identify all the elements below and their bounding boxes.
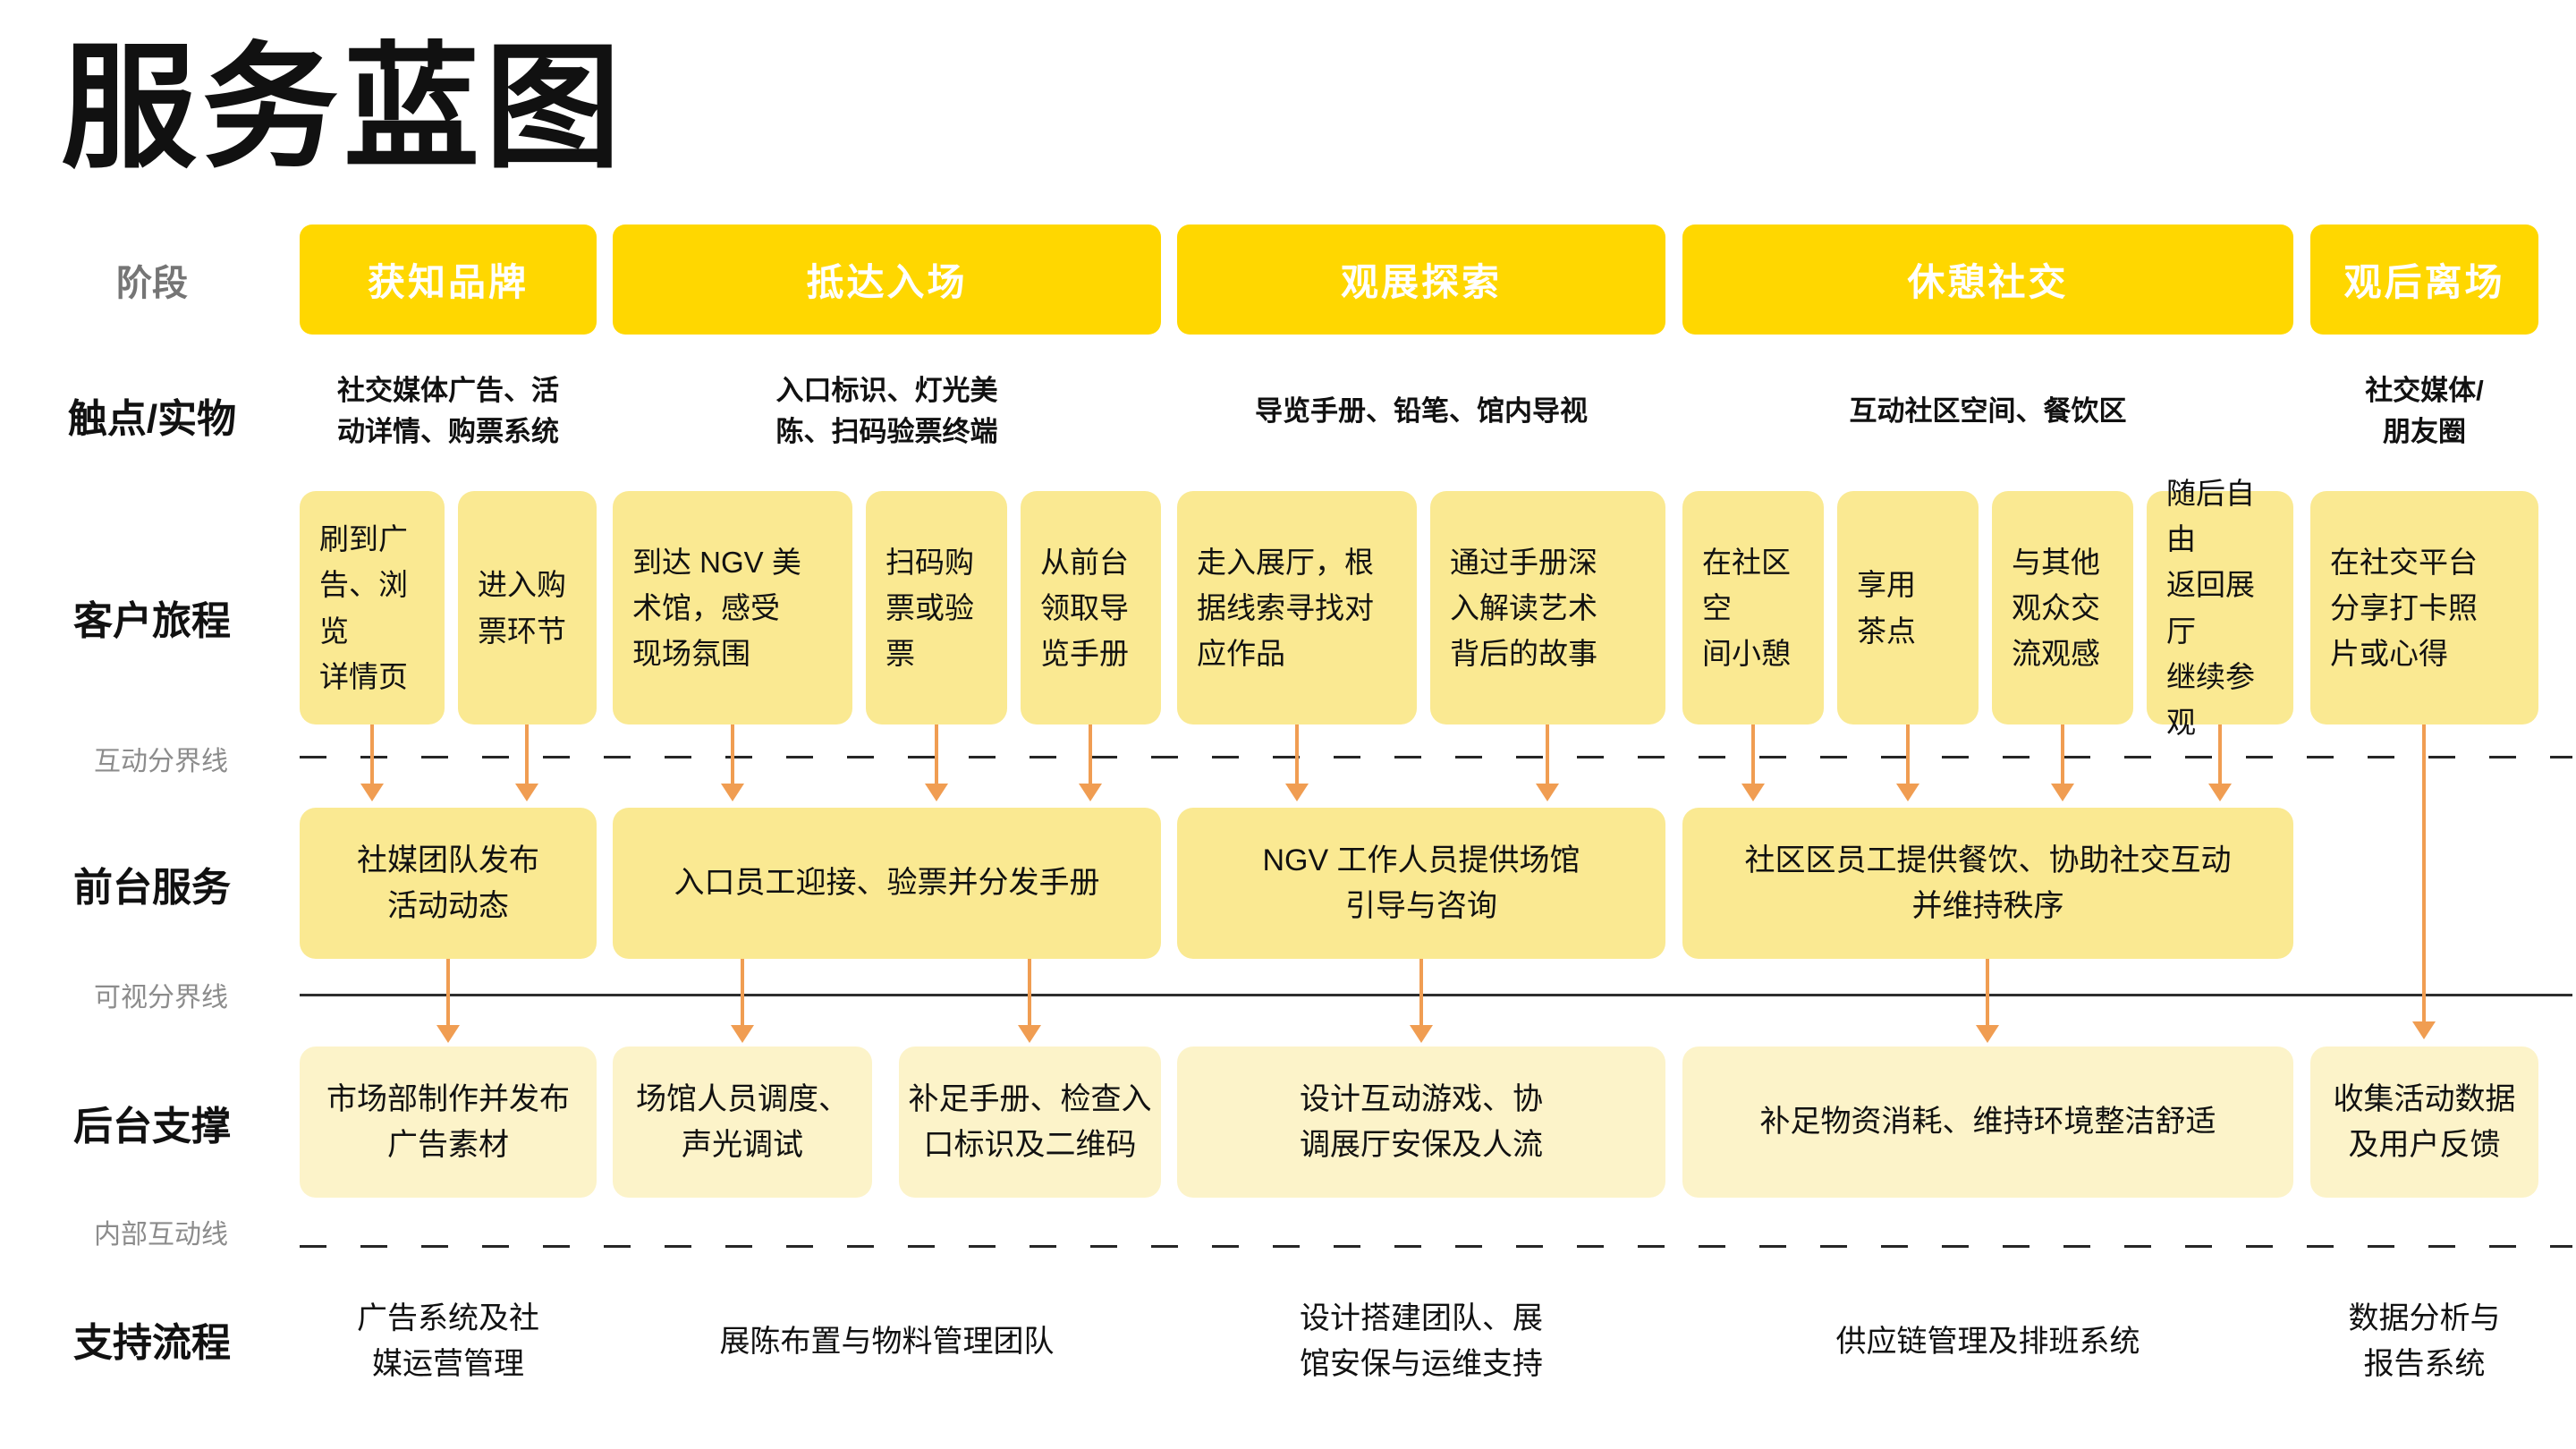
row-label-stage: 阶段 xyxy=(116,263,188,303)
backstage-card: 补足手册、检查入 口标识及二维码 xyxy=(899,1046,1161,1198)
journey-card: 与其他 观众交 流观感 xyxy=(1992,491,2133,724)
arrow-down-long xyxy=(2422,724,2426,1023)
backstage-card: 收集活动数据 及用户反馈 xyxy=(2310,1046,2538,1198)
row-label-touchpoints: 触点/实物 xyxy=(67,397,237,441)
support-process: 广告系统及社 媒运营管理 xyxy=(357,1301,539,1381)
backstage-card: 场馆人员调度、 声光调试 xyxy=(613,1046,872,1198)
backstage-card: 市场部制作并发布 广告素材 xyxy=(300,1046,597,1198)
frontstage-card: 入口员工迎接、验票并分发手册 xyxy=(613,808,1161,959)
page-title: 服务蓝图 xyxy=(61,32,626,184)
frontstage-card: 社区区员工提供餐饮、协助社交互动 并维持秩序 xyxy=(1682,808,2293,959)
stage-header-arrival: 抵达入场 xyxy=(613,225,1161,335)
touchpoints-arrival: 入口标识、灯光美 陈、扫码验票终端 xyxy=(775,374,998,448)
support-process: 设计搭建团队、展 馆安保与运维支持 xyxy=(1300,1301,1543,1381)
frontstage-card: 社媒团队发布 活动动态 xyxy=(300,808,597,959)
journey-card: 走入展厅，根 据线索寻找对 应作品 xyxy=(1177,491,1417,724)
arrow-down xyxy=(1546,724,1549,785)
arrow-down xyxy=(446,959,450,1027)
arrow-down xyxy=(370,724,374,785)
arrow-down xyxy=(525,724,529,785)
arrow-down xyxy=(1028,959,1031,1027)
arrow-down xyxy=(1751,724,1755,785)
arrow-down xyxy=(1295,724,1299,785)
journey-card: 刷到广 告、浏览 详情页 xyxy=(300,491,445,724)
arrow-down xyxy=(2061,724,2064,785)
row-label-journey: 客户旅程 xyxy=(73,599,231,643)
journey-card: 在社区空 间小憩 xyxy=(1682,491,1824,724)
touchpoints-social: 互动社区空间、餐饮区 xyxy=(1849,394,2127,427)
journey-card: 通过手册深 入解读艺术 背后的故事 xyxy=(1430,491,1665,724)
touchpoints-awareness: 社交媒体广告、活 动详情、购票系统 xyxy=(337,374,559,448)
journey-card: 随后自由 返回展厅 继续参观 xyxy=(2147,477,2293,739)
touchpoints-departure: 社交媒体/ 朋友圈 xyxy=(2365,374,2484,448)
journey-card: 享用 茶点 xyxy=(1837,491,1979,724)
row-label-frontstage: 前台服务 xyxy=(73,866,231,910)
stage-header-awareness: 获知品牌 xyxy=(300,225,597,335)
journey-card: 在社交平台 分享打卡照 片或心得 xyxy=(2310,491,2538,724)
touchpoints-explore: 导览手册、铅笔、馆内导视 xyxy=(1255,394,1588,427)
frontstage-card: NGV 工作人员提供场馆 引导与咨询 xyxy=(1177,808,1665,959)
journey-card: 进入购 票环节 xyxy=(458,491,597,724)
support-process: 供应链管理及排班系统 xyxy=(1835,1324,2140,1359)
row-label-backstage: 后台支撑 xyxy=(73,1105,231,1148)
journey-card: 到达 NGV 美 术馆，感受 现场氛围 xyxy=(613,491,852,724)
arrow-down xyxy=(1906,724,1910,785)
arrow-down xyxy=(935,724,938,785)
journey-card: 扫码购 票或验 票 xyxy=(866,491,1007,724)
support-process: 数据分析与 报告系统 xyxy=(2348,1301,2501,1381)
arrow-down xyxy=(1089,724,1092,785)
backstage-card: 设计互动游戏、协 调展厅安保及人流 xyxy=(1177,1046,1665,1198)
line-of-interaction xyxy=(300,756,2572,758)
row-label-support: 支持流程 xyxy=(73,1321,231,1365)
backstage-card: 补足物资消耗、维持环境整洁舒适 xyxy=(1682,1046,2293,1198)
journey-card: 从前台 领取导 览手册 xyxy=(1021,491,1161,724)
support-process: 展陈布置与物料管理团队 xyxy=(719,1324,1055,1359)
divider-label-interaction: 互动分界线 xyxy=(94,747,228,776)
arrow-down xyxy=(1986,959,1989,1027)
line-of-internal-interaction xyxy=(300,1245,2572,1248)
line-of-visibility xyxy=(300,994,2572,996)
stage-header-explore: 观展探索 xyxy=(1177,225,1665,335)
divider-label-visibility: 可视分界线 xyxy=(94,983,228,1013)
arrow-down xyxy=(731,724,734,785)
stage-header-departure: 观后离场 xyxy=(2310,225,2538,335)
divider-label-internal: 内部互动线 xyxy=(94,1220,228,1250)
arrow-down xyxy=(2218,724,2222,785)
arrow-down xyxy=(1419,959,1423,1027)
stage-header-social: 休憩社交 xyxy=(1682,225,2293,335)
arrow-down xyxy=(741,959,744,1027)
